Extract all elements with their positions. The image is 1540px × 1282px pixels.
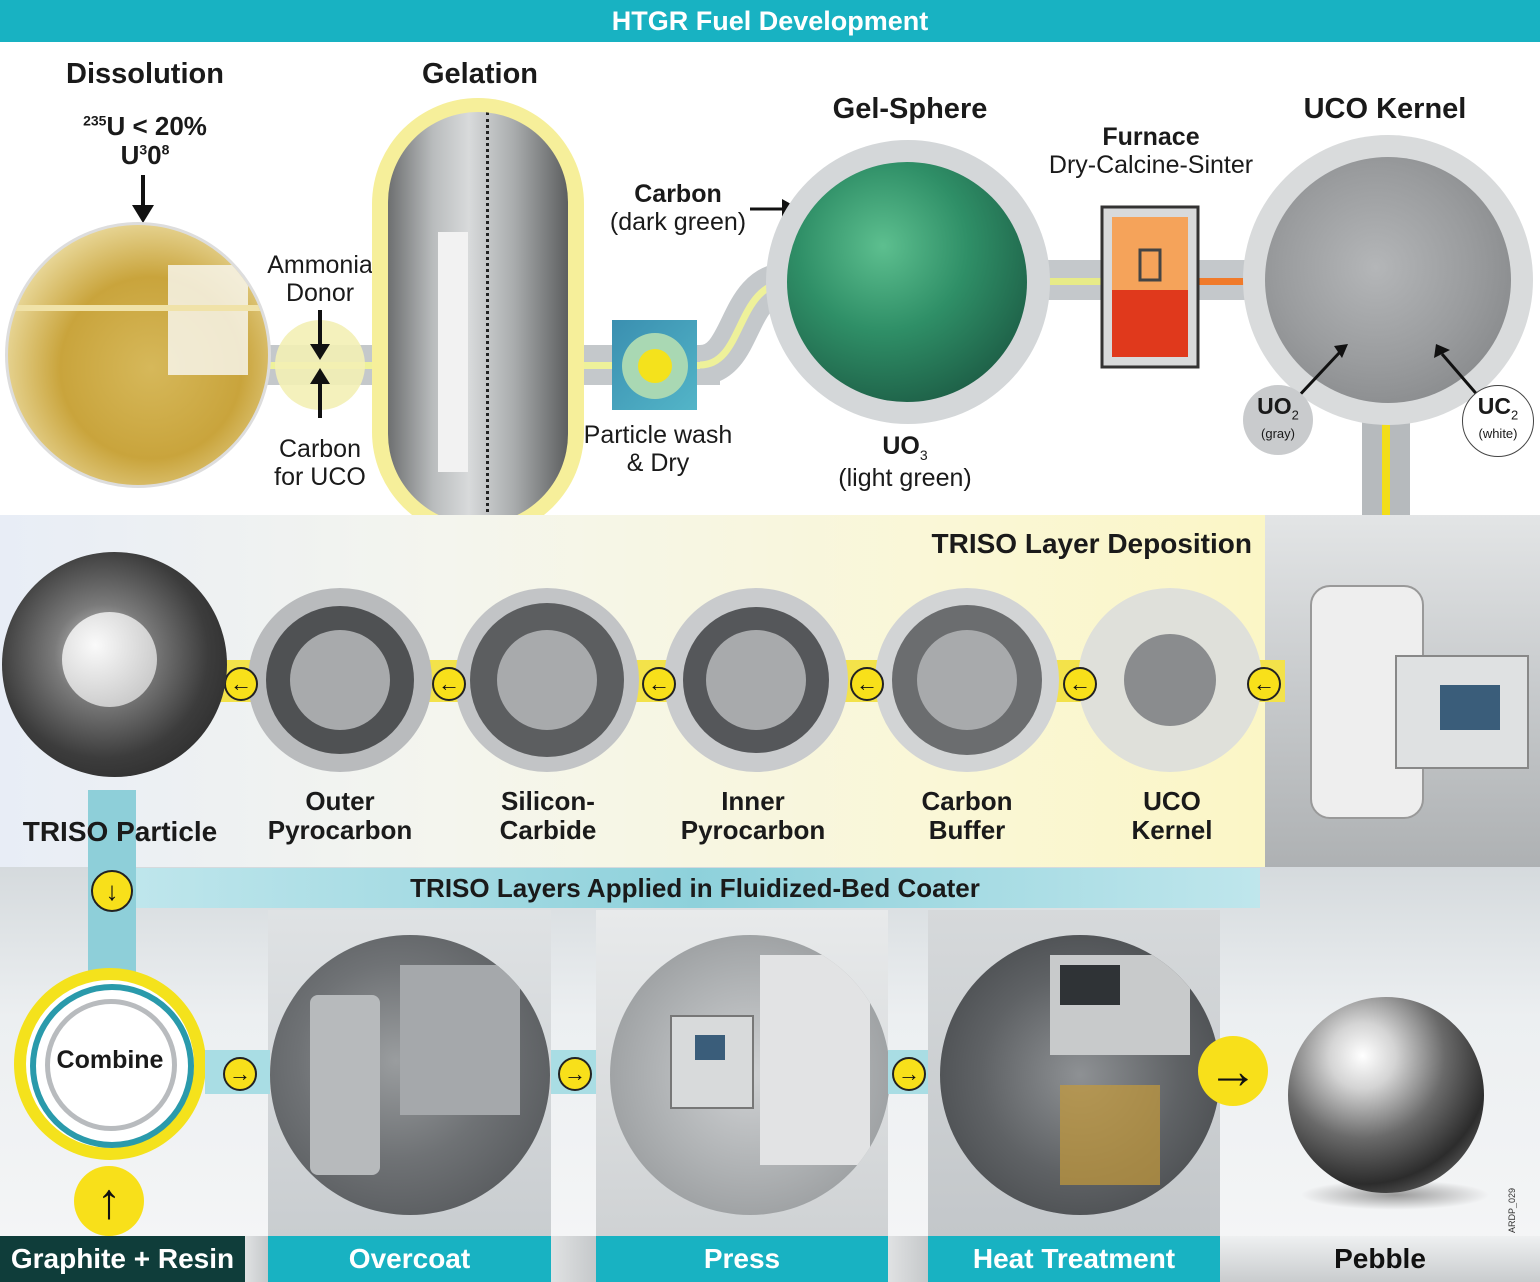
uo2-note: (gray)	[1261, 426, 1295, 441]
left-arrow-icon: ←	[850, 667, 884, 701]
heat-treatment-photo	[940, 935, 1220, 1215]
down-arrow-icon: ↓	[91, 870, 133, 912]
header-bar: HTGR Fuel Development	[0, 0, 1540, 42]
tab-gap	[551, 1236, 596, 1282]
combine-label: Combine	[56, 1046, 164, 1074]
layer-label-carbon-buffer: Carbon Buffer	[921, 786, 1013, 846]
left-arrow-icon: ←	[1063, 667, 1097, 701]
layer-label-uco-kernel: UCO Kernel	[1131, 786, 1213, 846]
uo3-label: UO3 (light green)	[830, 432, 980, 492]
combine-ring-teal	[30, 984, 194, 1148]
ammonia-donor-label: Ammonia Donor	[267, 251, 373, 307]
left-arrow-icon: ←	[642, 667, 676, 701]
right-arrow-large-icon: →	[1198, 1036, 1268, 1106]
oxide-sup1: 3	[139, 141, 148, 158]
uo3-sub: 3	[919, 447, 928, 463]
gel-sphere-title: Gel-Sphere	[832, 93, 988, 125]
coater-title-bar: TRISO Layers Applied in Fluidized-Bed Co…	[130, 868, 1260, 908]
furnace-label: Furnace Dry-Calcine-Sinter	[1040, 123, 1262, 179]
ammonia-arrows-icon	[310, 310, 330, 418]
uco-kernel-small	[1124, 634, 1216, 726]
triso-particle-label: TRISO Particle	[22, 816, 218, 847]
tab-graphite-resin: Graphite + Resin	[0, 1236, 245, 1282]
enrichment-text: U < 20%	[106, 111, 207, 141]
right-arrow-icon: →	[892, 1057, 926, 1091]
coater-title: TRISO Layers Applied in Fluidized-Bed Co…	[410, 873, 980, 903]
dissolution-title: Dissolution	[66, 58, 224, 90]
oxide-sup2: 8	[161, 141, 170, 158]
uc2-badge: UC2 (white)	[1462, 385, 1534, 457]
dissolution-arrow-icon	[132, 175, 154, 223]
tab-gap	[245, 1236, 268, 1282]
uco-kernel-title: UCO Kernel	[1303, 93, 1467, 125]
uo2-main: UO	[1257, 393, 1292, 419]
tab-press: Press	[596, 1236, 888, 1282]
triso-title: TRISO Layer Deposition	[931, 528, 1253, 559]
oxide-mid: 0	[147, 140, 162, 171]
dissolution-beaker-photo	[5, 222, 271, 488]
tab-heat-treatment: Heat Treatment	[928, 1236, 1220, 1282]
uc2-sub: 2	[1511, 407, 1519, 423]
carbon-for-uco-label: Carbon for UCO	[274, 435, 366, 491]
uo3-note: (light green)	[838, 463, 972, 492]
layer-label-inner-pyrocarbon: Inner Pyrocarbon	[680, 786, 826, 846]
gelation-title: Gelation	[421, 58, 538, 90]
enrichment-label: 235U < 20% U308	[55, 111, 235, 171]
document-code: ARDP_029	[1507, 1187, 1517, 1233]
uc2-main: UC	[1477, 393, 1511, 419]
oxide-main: U	[120, 140, 140, 171]
carbon-buffer-kernel	[917, 630, 1017, 730]
carbon-note-sub: (dark green)	[609, 208, 747, 236]
tab-overcoat: Overcoat	[268, 1236, 551, 1282]
overcoat-photo	[270, 935, 550, 1215]
tab-gap	[888, 1236, 928, 1282]
outer-pyrocarbon-kernel	[290, 630, 390, 730]
coater-photo	[1265, 515, 1540, 867]
right-arrow-icon: →	[558, 1057, 592, 1091]
wash-core	[638, 349, 672, 383]
left-arrow-icon: ←	[224, 667, 258, 701]
triso-particle-photo	[2, 552, 227, 777]
particle-wash-label: Particle wash & Dry	[583, 421, 733, 477]
inner-pyrocarbon-kernel	[706, 630, 806, 730]
uo2-badge: UO2 (gray)	[1243, 385, 1313, 455]
uc2-note: (white)	[1478, 426, 1518, 441]
carbon-note-title: Carbon	[634, 180, 722, 208]
silicon-carbide-kernel	[497, 630, 597, 730]
pebble-sphere	[1288, 997, 1484, 1193]
uco-kernel-photo	[1265, 157, 1511, 403]
left-arrow-icon: ←	[432, 667, 466, 701]
layer-label-silicon-carbide: Silicon- Carbide	[499, 786, 597, 846]
furnace-title: Furnace	[1102, 123, 1200, 151]
right-arrow-icon: →	[223, 1057, 257, 1091]
uo3-main: UO	[882, 432, 920, 460]
page-title: HTGR Fuel Development	[611, 6, 929, 36]
enrichment-isotope: 235	[83, 112, 107, 129]
layer-label-outer-pyrocarbon: Outer Pyrocarbon	[267, 786, 413, 846]
gel-sphere-photo	[787, 162, 1027, 402]
furnace-sub: Dry-Calcine-Sinter	[1048, 151, 1254, 179]
furnace-icon	[1100, 205, 1200, 369]
tab-pebble: Pebble	[1220, 1236, 1540, 1282]
uo2-sub: 2	[1291, 407, 1299, 423]
left-arrow-icon: ←	[1247, 667, 1281, 701]
gelation-column-photo	[388, 112, 568, 524]
press-photo	[610, 935, 890, 1215]
combine-ring-gray	[45, 999, 177, 1131]
carbon-note: Carbon (dark green)	[605, 180, 751, 236]
up-arrow-icon: ↑	[74, 1166, 144, 1236]
uco-pointers-icon	[1293, 344, 1482, 402]
